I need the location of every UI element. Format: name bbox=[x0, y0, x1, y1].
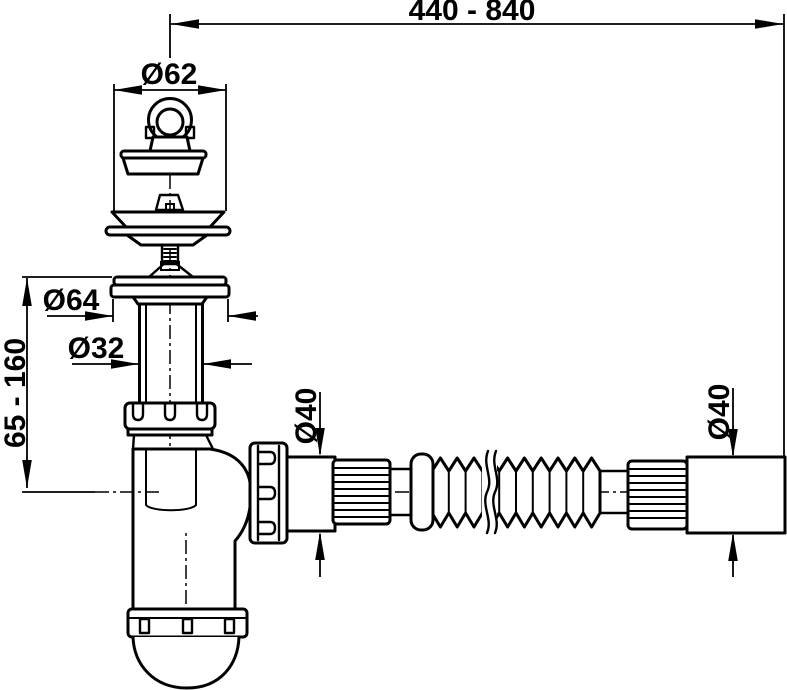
trap-body bbox=[126, 441, 289, 690]
nut-body bbox=[123, 401, 217, 431]
height-range-label: 65 - 160 bbox=[0, 338, 32, 448]
arrow-up-icon bbox=[728, 533, 738, 561]
flange-diameter-label: Ø64 bbox=[43, 284, 100, 317]
outlet-pipe bbox=[285, 455, 337, 533]
plug-diameter-label: Ø62 bbox=[141, 58, 198, 91]
plug-ring-ear-right bbox=[184, 125, 196, 140]
dimension-pipe-diameter: Ø32 bbox=[68, 332, 252, 369]
hose-neck-left bbox=[388, 467, 414, 517]
arrow-right-icon bbox=[111, 359, 139, 369]
arrow-down-icon bbox=[728, 429, 738, 457]
hose-break-mask bbox=[482, 450, 497, 534]
strainer-bracket-box bbox=[160, 261, 180, 271]
outlet-nut-lines bbox=[256, 444, 281, 542]
tailpipe-inner-walls bbox=[145, 303, 197, 404]
outlet-nut-slots bbox=[256, 450, 277, 536]
arrow-down-icon bbox=[22, 460, 32, 488]
hose-cuff-right-ribs bbox=[629, 468, 686, 519]
hose-end-diameter-label: Ø40 bbox=[703, 384, 736, 441]
flange-lower-plate bbox=[109, 283, 231, 299]
hose-neck-right bbox=[598, 469, 630, 515]
dimension-height-range: 65 - 160 bbox=[0, 276, 112, 493]
cup-nut-slot-2 bbox=[181, 617, 194, 635]
total-length-label: 440 - 840 bbox=[409, 0, 536, 27]
strainer-lower-disc bbox=[125, 233, 209, 247]
dimension-total-length: 440 - 840 bbox=[169, 0, 785, 456]
plug-ring-hole bbox=[155, 107, 185, 137]
hose-end-connector bbox=[685, 455, 787, 535]
hose-cuff-left-ribs bbox=[334, 467, 389, 518]
hose-break-line-2 bbox=[492, 449, 499, 535]
strainer-stem bbox=[160, 243, 180, 266]
plug-ring-base bbox=[148, 135, 192, 153]
dimension-flange-diameter: Ø64 bbox=[43, 284, 258, 322]
arrow-up-icon bbox=[22, 278, 32, 306]
strainer-top-disc bbox=[110, 210, 226, 229]
tailpipe bbox=[138, 302, 204, 405]
pipe-diameter-label: Ø32 bbox=[68, 332, 125, 365]
flexible-hose bbox=[285, 449, 787, 535]
hose-cuff-left bbox=[331, 458, 392, 526]
strainer-assembly bbox=[104, 193, 232, 279]
cup-nut-slot-3 bbox=[223, 617, 236, 635]
strainer-knob-detail bbox=[165, 203, 175, 211]
nut-shoulder-lines bbox=[131, 433, 215, 451]
arrow-right-icon bbox=[85, 311, 113, 321]
arrow-right-icon bbox=[198, 85, 226, 95]
dimension-outlet-diameter-right: Ø40 bbox=[703, 384, 738, 577]
plug-ring-ear-left bbox=[144, 125, 156, 140]
dimension-plug-diameter: Ø62 bbox=[113, 58, 227, 211]
cup-nut-slot-1 bbox=[138, 617, 151, 635]
dimension-outlet-diameter-left: Ø40 bbox=[290, 388, 325, 577]
strainer-stem-thread bbox=[163, 248, 177, 262]
sink-flange bbox=[109, 275, 231, 306]
trap-dip-tube bbox=[145, 448, 197, 512]
plug-body bbox=[121, 156, 205, 176]
arrow-right-icon bbox=[755, 19, 783, 29]
arrow-down-icon bbox=[315, 428, 325, 456]
outlet-nut bbox=[248, 441, 289, 545]
arrow-left-icon bbox=[114, 85, 142, 95]
hose-break-line-1 bbox=[484, 449, 491, 535]
trap-body-outline bbox=[131, 447, 253, 611]
drain-plug bbox=[119, 97, 208, 176]
arrow-left-icon bbox=[203, 359, 231, 369]
cup-dome bbox=[131, 635, 241, 690]
nut-slots bbox=[131, 402, 209, 422]
outlet-diameter-label: Ø40 bbox=[290, 388, 323, 445]
union-nut-top bbox=[123, 401, 217, 451]
arrow-up-icon bbox=[315, 532, 325, 560]
flange-shoulder bbox=[131, 295, 209, 306]
strainer-knob bbox=[154, 193, 185, 212]
tailpipe-outer-walls bbox=[138, 302, 204, 405]
arrow-left-icon bbox=[171, 19, 199, 29]
centerlines bbox=[95, 100, 787, 690]
hose-first-ring bbox=[409, 452, 435, 532]
nut-flange-band bbox=[126, 427, 214, 437]
arrow-left-icon bbox=[228, 311, 256, 321]
